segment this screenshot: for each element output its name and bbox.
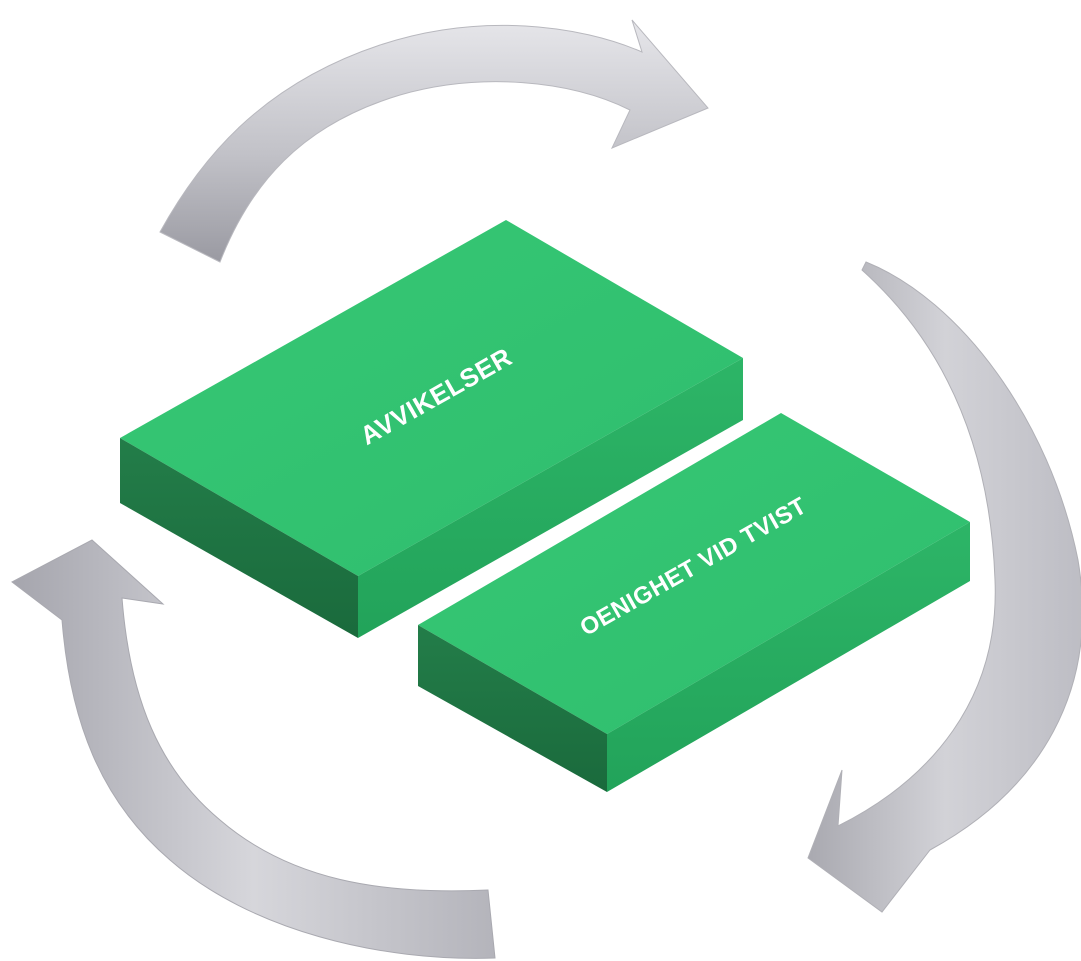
block-front-face [120, 438, 358, 638]
block-avvikelser: AVVIKELSER [120, 220, 743, 638]
curved-arrow-icon-right [807, 261, 1081, 913]
block-right-face [607, 522, 970, 792]
block-top-face [418, 413, 970, 734]
block-oenighet-vid-tvist: OENIGHET VID TVIST [418, 413, 970, 792]
curved-arrow-icon-top [159, 19, 709, 263]
block-top-face [120, 220, 743, 576]
block-front-face [418, 625, 607, 792]
block-right-face [358, 358, 743, 638]
curved-arrow-icon-left [11, 539, 496, 959]
